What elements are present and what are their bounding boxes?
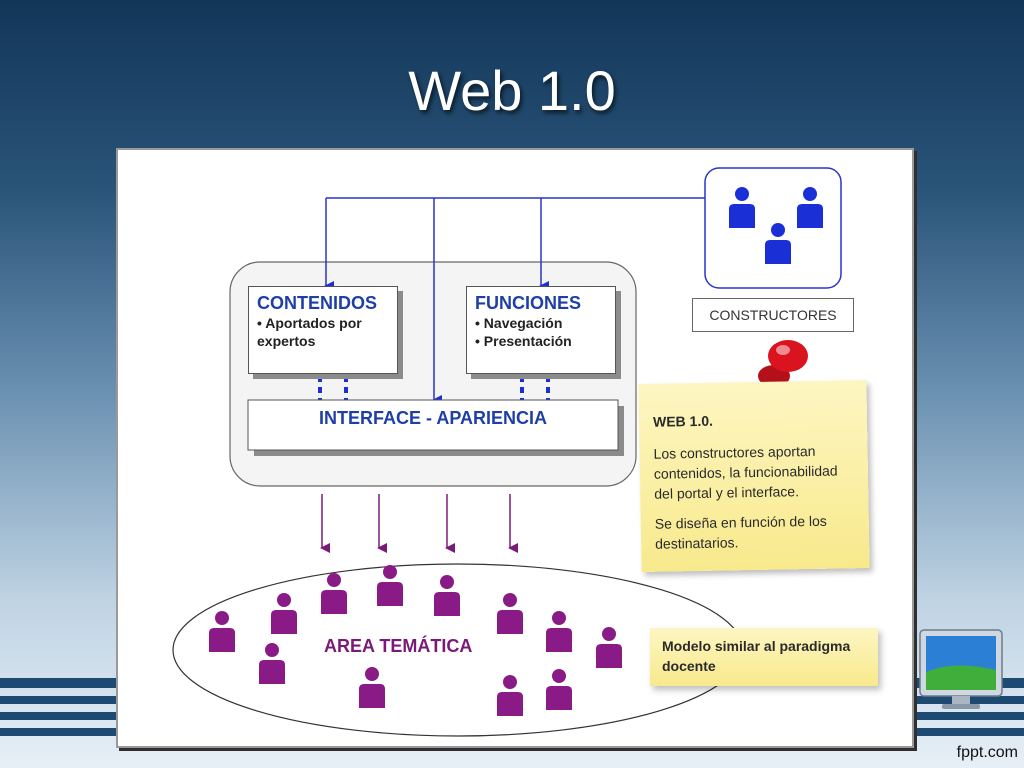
- note-paragraph: Se diseña en función de los destinatario…: [654, 512, 827, 552]
- fppt-logo: fppt.com: [956, 744, 1018, 761]
- contenidos-item: expertos: [257, 333, 316, 349]
- funciones-item: • Navegación: [475, 315, 563, 331]
- monitor-icon: [919, 629, 1003, 709]
- note-heading: WEB 1.0.: [652, 412, 714, 430]
- slide-title: Web 1.0: [408, 59, 616, 122]
- contenidos-item: • Aportados por: [257, 315, 362, 331]
- contenidos-title: CONTENIDOS: [257, 293, 378, 313]
- web1-diagram: CONTENIDOS • Aportados por expertos FUNC…: [116, 148, 914, 748]
- contenidos-box: CONTENIDOS • Aportados por expertos: [248, 286, 398, 374]
- area-tematica-label: AREA TEMÁTICA: [324, 636, 473, 656]
- funciones-title: FUNCIONES: [475, 293, 582, 313]
- funciones-item: • Presentación: [475, 333, 572, 349]
- note-paragraph: Los constructores aportan contenidos, la…: [653, 442, 838, 502]
- dotted-connectors: [318, 376, 550, 400]
- interface-label: INTERFACE - APARIENCIA: [318, 408, 547, 428]
- purple-arrows: [320, 494, 518, 553]
- interface-box: [247, 399, 619, 451]
- constructors-label: CONSTRUCTORES: [692, 298, 854, 332]
- funciones-box: FUNCIONES • Navegación • Presentación: [466, 286, 616, 374]
- sticky-note-web1: WEB 1.0. Los constructores aportan conte…: [638, 380, 870, 572]
- sticky-note-model: Modelo similar al paradigma docente: [650, 628, 878, 686]
